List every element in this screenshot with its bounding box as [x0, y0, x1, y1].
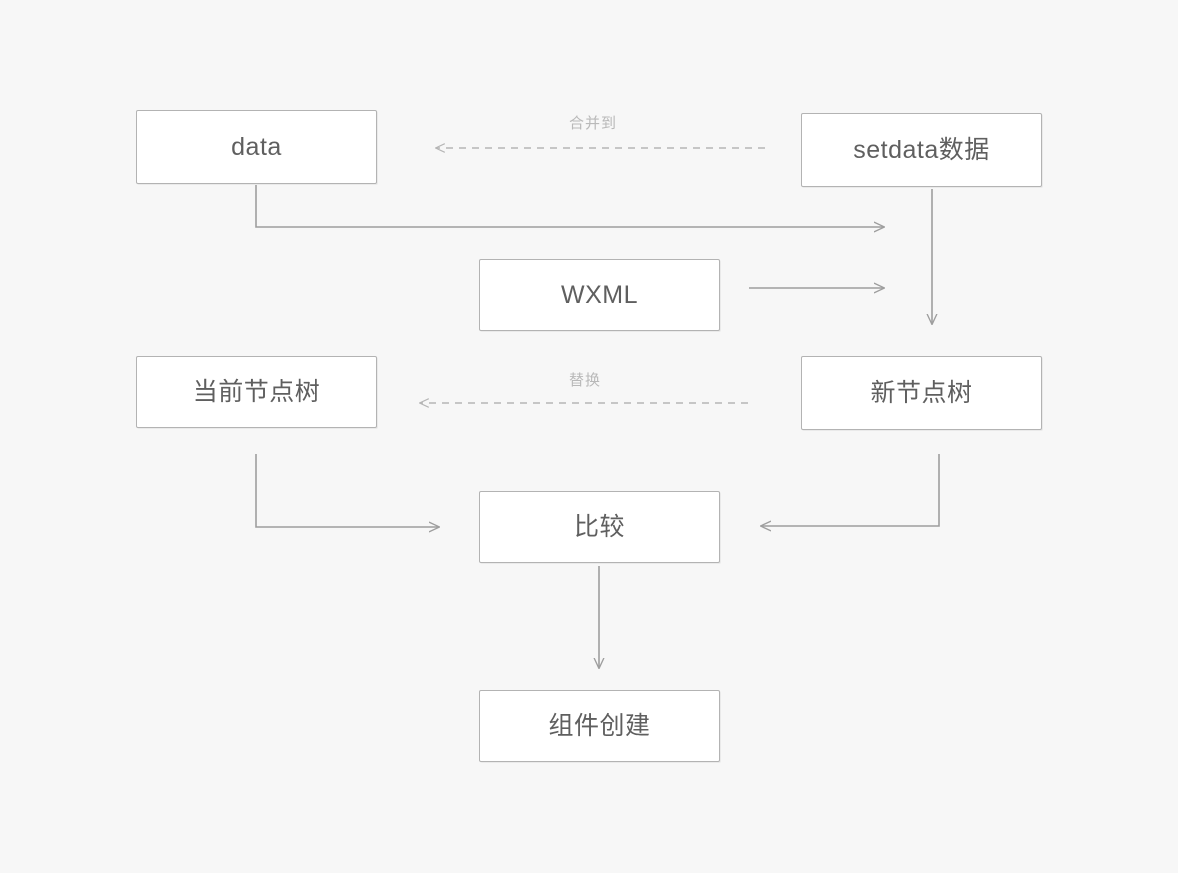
- node-label: 新节点树: [870, 378, 973, 407]
- edge-data-to-right: [255, 185, 884, 227]
- node-label: 当前节点树: [192, 377, 321, 406]
- node-label: 比较: [573, 512, 625, 541]
- node-current-node-tree[interactable]: 当前节点树: [136, 356, 377, 428]
- node-label: setdata数据: [853, 135, 990, 164]
- node-compare[interactable]: 比较: [479, 491, 720, 563]
- edge-current-tree-to-compare: [255, 454, 439, 527]
- node-wxml[interactable]: WXML: [479, 259, 720, 331]
- node-new-node-tree[interactable]: 新节点树: [801, 356, 1042, 430]
- node-label: 组件创建: [548, 711, 651, 740]
- node-data[interactable]: data: [136, 110, 377, 184]
- edge-new-tree-to-compare: [761, 454, 940, 526]
- node-label: WXML: [561, 280, 638, 309]
- node-label: data: [231, 132, 282, 161]
- edge-label-replace: 替换: [569, 372, 602, 389]
- node-setdata[interactable]: setdata数据: [801, 113, 1042, 187]
- edge-label-merge-into: 合并到: [569, 115, 618, 132]
- node-component-create[interactable]: 组件创建: [479, 690, 720, 762]
